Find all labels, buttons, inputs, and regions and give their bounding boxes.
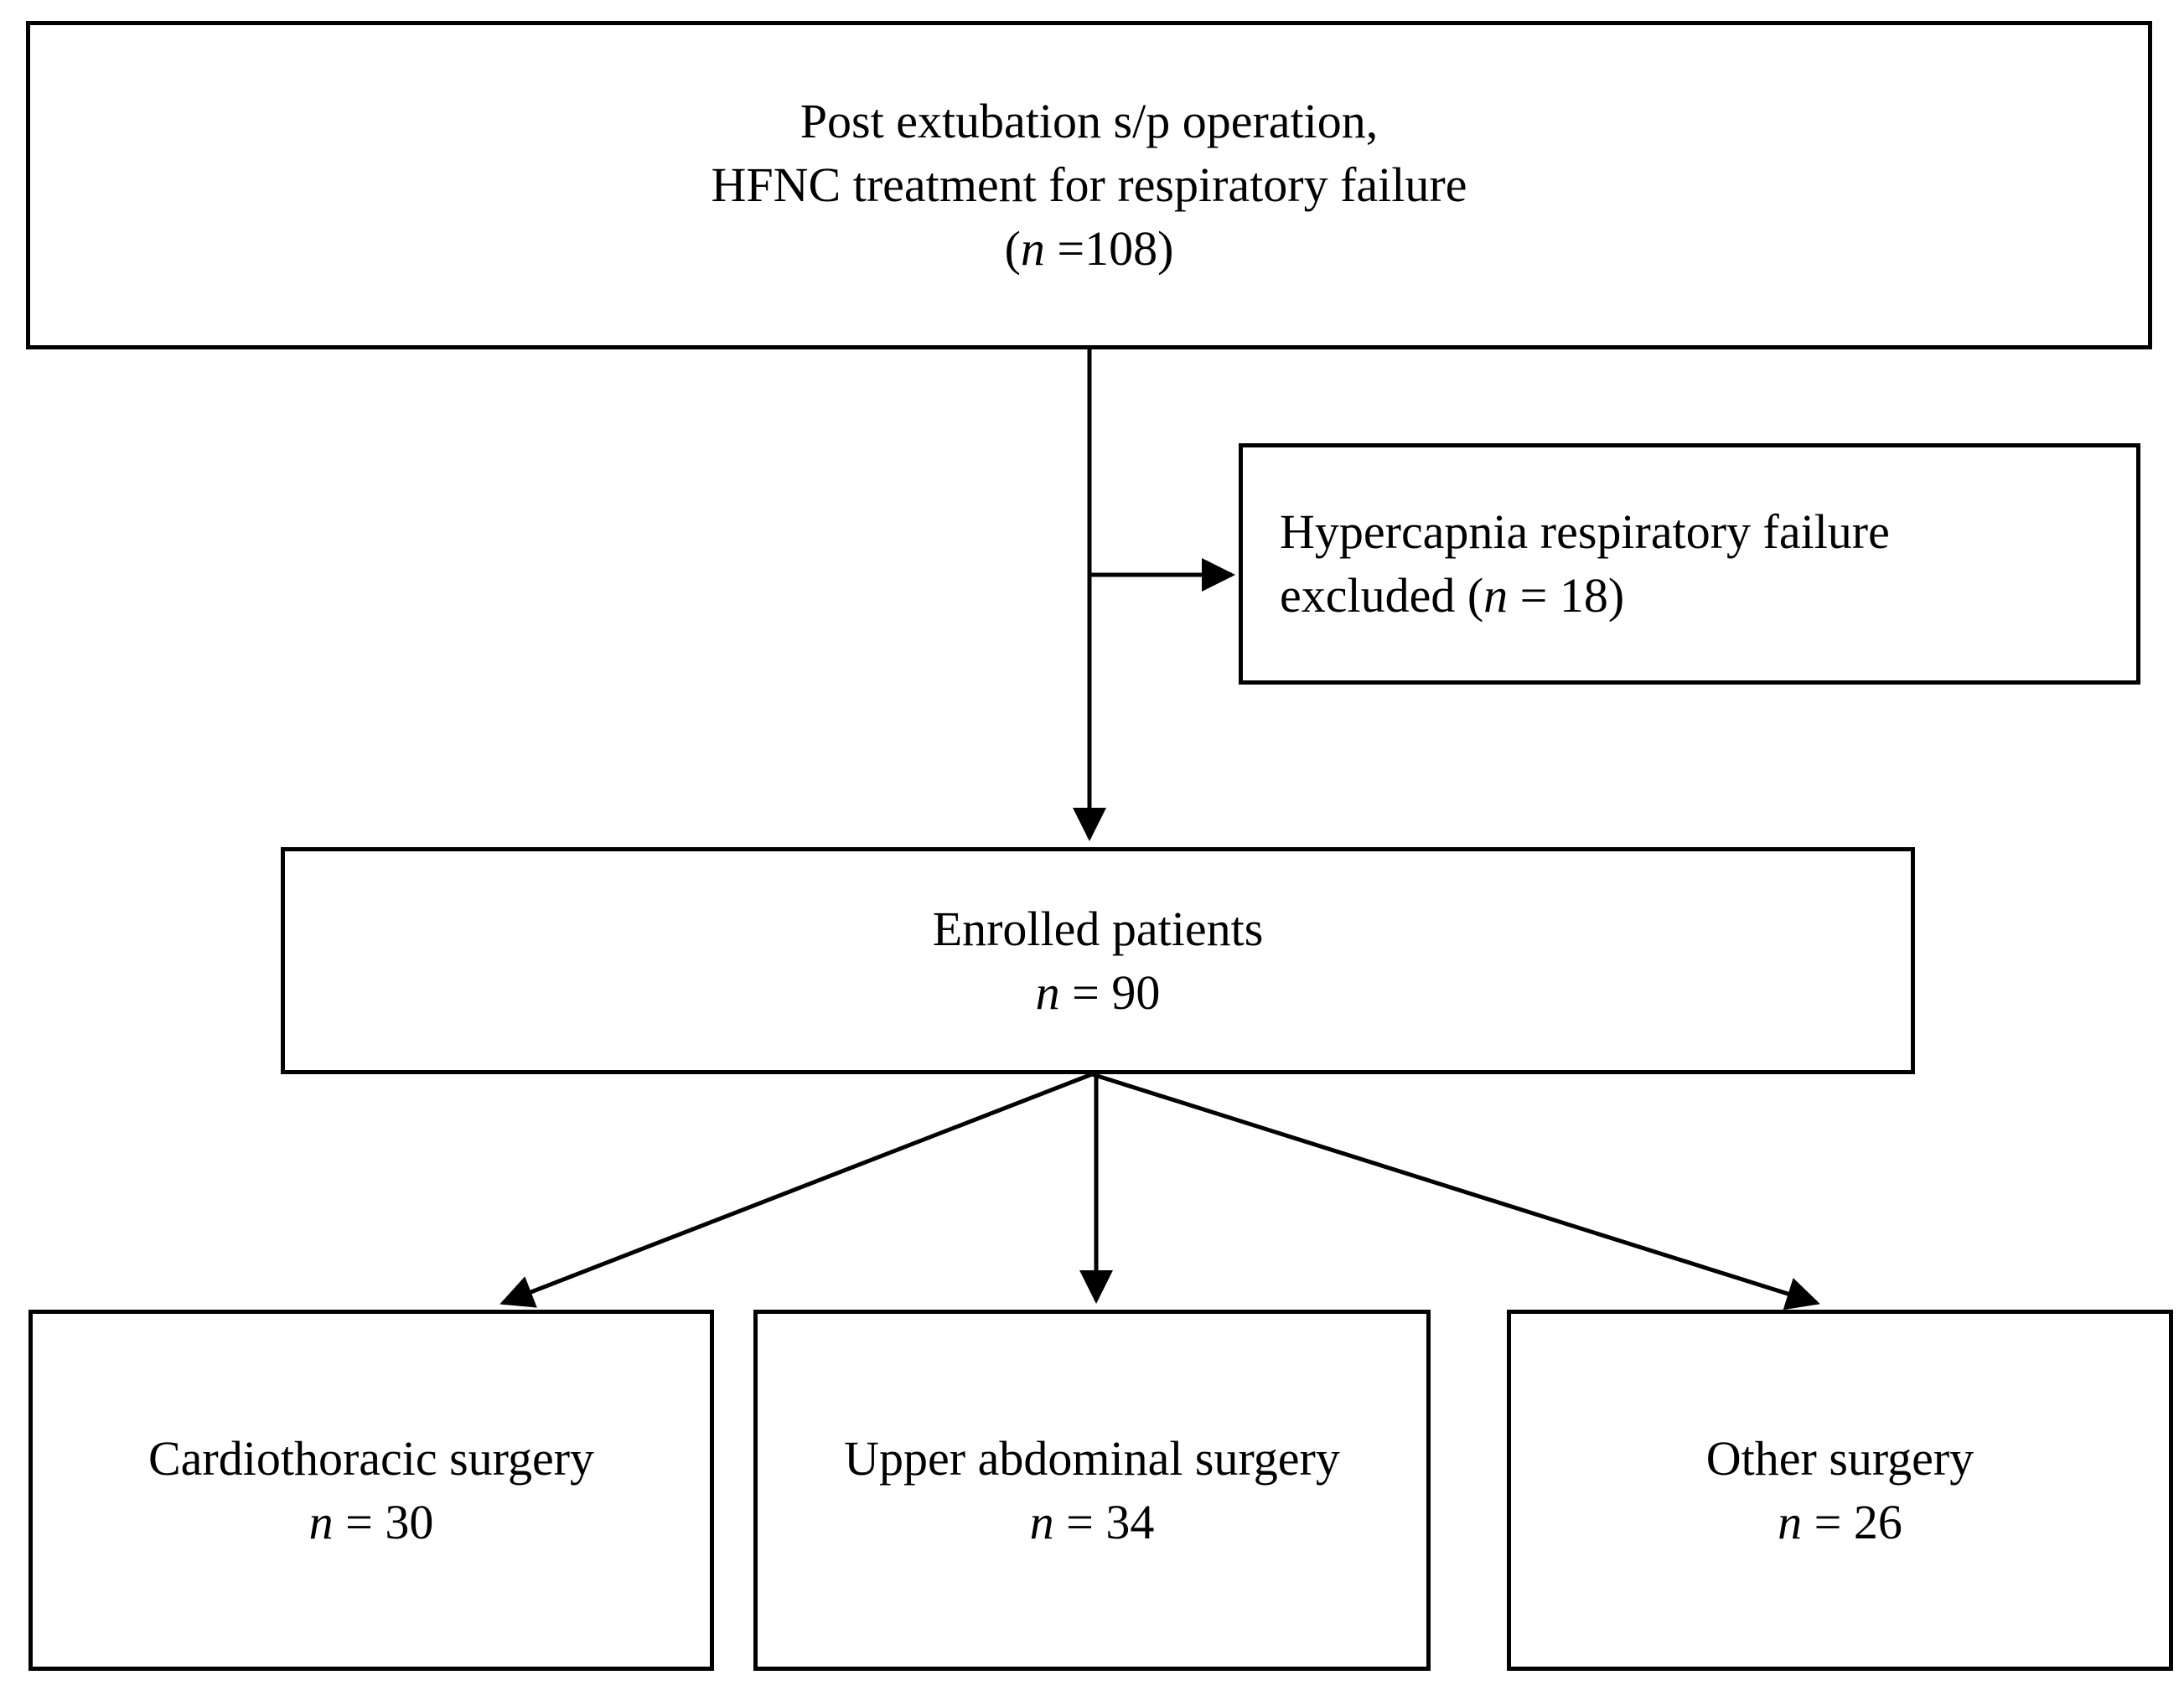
excluded-box: Hypercapnia respiratory failure excluded… <box>1239 443 2140 685</box>
right-branch-arrow-icon <box>1091 1072 1820 1311</box>
enrolled-box-count: n = 90 <box>1035 964 1161 1020</box>
source-box-line2: HFNC treatment for respiratory failure <box>711 158 1467 212</box>
cardiothoracic-surgery-box: Cardiothoracic surgery n = 30 <box>28 1310 714 1671</box>
source-box: Post extubation s/p operation, HFNC trea… <box>26 21 2152 349</box>
left-branch-arrow-icon <box>499 1072 1093 1308</box>
source-box-count: (n =108) <box>1004 221 1174 276</box>
other-box-count: n = 26 <box>1778 1494 1902 1549</box>
other-box-line1: Other surgery <box>1705 1430 1974 1486</box>
enrolled-box-line1: Enrolled patients <box>932 901 1264 956</box>
source-box-line1: Post extubation s/p operation, <box>800 94 1379 148</box>
other-surgery-box: Other surgery n = 26 <box>1507 1310 2173 1671</box>
excluded-box-line1: Hypercapnia respiratory failure <box>1280 504 1890 559</box>
cardio-box-count: n = 30 <box>308 1494 434 1549</box>
excluded-box-line2: excluded (n = 18) <box>1280 568 1625 623</box>
enrolled-box: Enrolled patients n = 90 <box>281 847 1915 1074</box>
upper-box-count: n = 34 <box>1029 1494 1155 1549</box>
upper-abdominal-surgery-box: Upper abdominal surgery n = 34 <box>753 1310 1431 1671</box>
cardio-box-line1: Cardiothoracic surgery <box>147 1430 595 1486</box>
upper-box-line1: Upper abdominal surgery <box>844 1430 1340 1486</box>
